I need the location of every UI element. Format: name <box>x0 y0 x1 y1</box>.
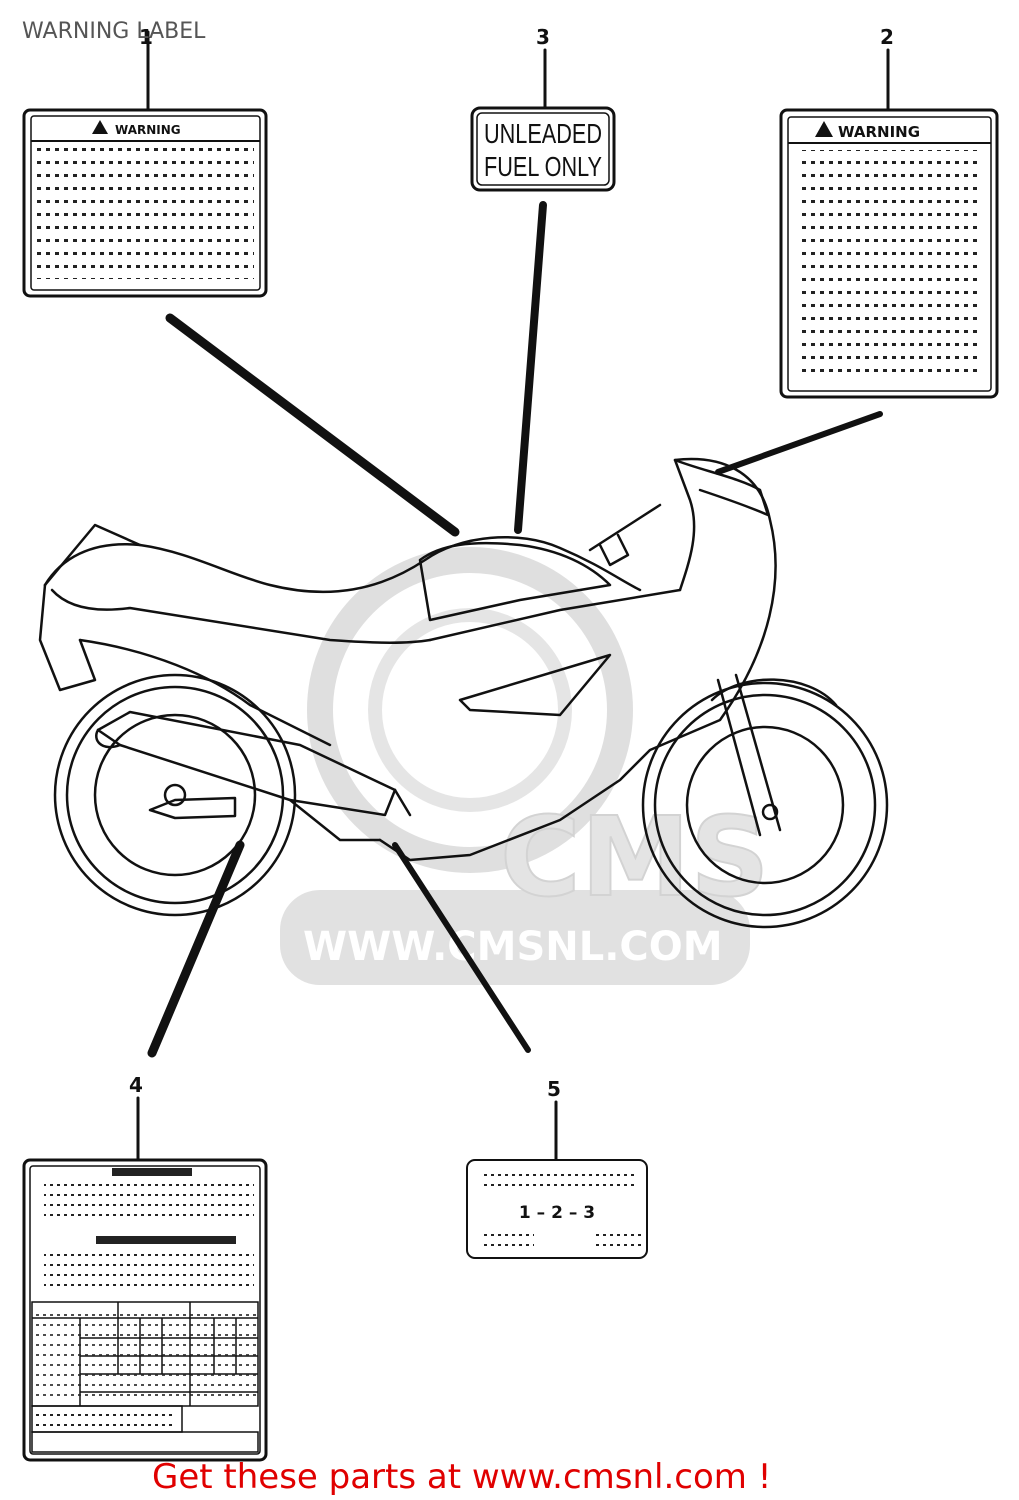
watermark-logo: CMS <box>500 793 769 921</box>
label3-line1: UNLEADED <box>484 118 602 149</box>
sequence-label-5: 1 – 2 – 3 <box>466 1159 648 1259</box>
label1-heading: WARNING <box>115 123 181 137</box>
label2-heading: WARNING <box>838 123 920 141</box>
warning-label-2: WARNING <box>779 108 999 399</box>
warning-triangle-icon <box>92 120 108 134</box>
label3-line2: FUEL ONLY <box>484 151 602 182</box>
label5-sequence: 1 – 2 – 3 <box>519 1203 595 1223</box>
page-title: WARNING LABEL <box>22 19 206 44</box>
leader-lines <box>136 30 890 1164</box>
watermark-url: WWW.CMSNL.COM <box>303 924 723 970</box>
callout-2: 2 <box>880 25 894 49</box>
cms-watermark: CMS WWW.CMSNL.COM <box>280 547 770 985</box>
warning-label-1: WARNING <box>22 108 268 298</box>
front-wheel <box>641 681 889 929</box>
callout-numbers: 1 2 3 4 5 <box>129 25 894 1101</box>
callout-4: 4 <box>129 1073 143 1097</box>
fuel-label-3: UNLEADED FUEL ONLY <box>470 106 616 192</box>
callout-1: 1 <box>139 25 153 49</box>
cmsnl-parts-link[interactable]: Get these parts at www.cmsnl.com ! <box>152 1457 771 1497</box>
motorcycle-illustration <box>38 457 889 929</box>
rear-wheel <box>53 673 297 917</box>
callout-3: 3 <box>536 25 550 49</box>
callout-5: 5 <box>547 1077 561 1101</box>
info-label-4 <box>22 1158 268 1462</box>
warning-triangle-icon <box>815 121 833 137</box>
